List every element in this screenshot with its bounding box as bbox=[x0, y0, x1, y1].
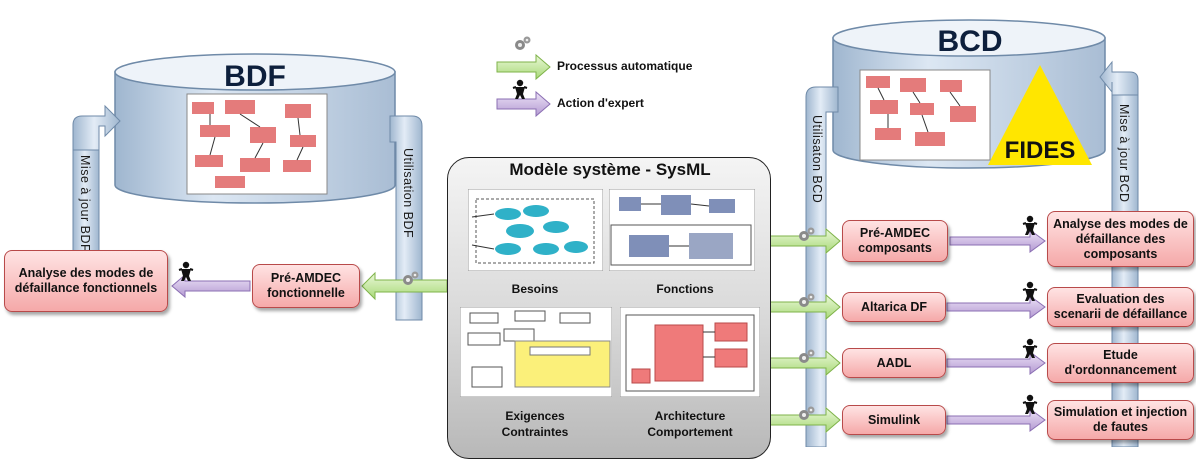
bcd-diagram-thumbnail bbox=[859, 69, 991, 161]
tool-box-pre-amdec-composants: Pré-AMDEC composants bbox=[842, 220, 948, 262]
fides-label: FIDES bbox=[1004, 137, 1076, 164]
caption-exigences: Exigences Contraintes bbox=[470, 408, 600, 440]
analyse-fonctionnels-box: Analyse des modes de défaillance fonctio… bbox=[4, 250, 168, 312]
pre-amdec-fonctionnelle-box: Pré-AMDEC fonctionnelle bbox=[252, 264, 360, 308]
result-box-analyse-composants: Analyse des modes de défaillance des com… bbox=[1047, 211, 1194, 267]
legend-expert-label: Action d'expert bbox=[557, 96, 644, 110]
arrow-model-to-pre-amdec bbox=[361, 271, 448, 301]
bdf-diagram-thumbnail bbox=[186, 93, 328, 195]
caption-exigences-line2: Contraintes bbox=[501, 425, 569, 439]
caption-exigences-line1: Exigences bbox=[505, 409, 565, 423]
caption-architecture: Architecture Comportement bbox=[625, 408, 755, 440]
exigences-thumbnail bbox=[460, 307, 612, 397]
arrows-tools-to-results bbox=[946, 229, 1046, 432]
architecture-thumbnail bbox=[620, 307, 760, 397]
caption-architecture-line2: Comportement bbox=[647, 425, 733, 439]
besoins-thumbnail bbox=[468, 189, 603, 271]
legend-automatic-label: Processus automatique bbox=[557, 59, 693, 73]
bdf-use-pipe bbox=[389, 115, 423, 321]
result-box-evaluation-scenarii: Evaluation des scenarii de défaillance bbox=[1047, 287, 1194, 327]
model-title: Modèle système - SysML bbox=[509, 160, 711, 179]
legend-green-arrow bbox=[496, 53, 551, 81]
bdf-use-label: Utilisation BDF bbox=[401, 148, 415, 239]
tool-box-aadl: AADL bbox=[842, 348, 946, 378]
caption-architecture-line1: Architecture bbox=[654, 409, 726, 423]
fides-triangle bbox=[988, 65, 1092, 165]
bcd-use-label: Utilisaton BCD bbox=[810, 115, 824, 204]
caption-fonctions: Fonctions bbox=[656, 282, 714, 296]
caption-besoins: Besoins bbox=[511, 282, 559, 296]
result-box-simulation-injection: Simulation et injection de fautes bbox=[1047, 400, 1194, 440]
result-box-etude-ordonnancement: Etude d'ordonnancement bbox=[1047, 343, 1194, 383]
arrows-model-to-tools bbox=[768, 227, 841, 434]
gear-icon bbox=[515, 36, 531, 50]
legend-purple-arrow bbox=[496, 90, 551, 118]
bdf-update-pipe bbox=[72, 104, 121, 261]
bcd-title: BCD bbox=[937, 25, 1003, 58]
bcd-update-label: Mise à jour BCD bbox=[1117, 104, 1131, 203]
fonctions-thumbnail bbox=[609, 189, 755, 271]
bdf-title: BDF bbox=[224, 60, 286, 93]
bdf-update-label: Mise à jour BDF bbox=[78, 155, 92, 253]
arrow-pre-amdec-to-analyse bbox=[171, 273, 251, 299]
diagram-canvas bbox=[72, 19, 1139, 447]
tool-box-simulink: Simulink bbox=[842, 405, 946, 435]
tool-box-altarica: Altarica DF bbox=[842, 292, 946, 322]
person-icon bbox=[512, 78, 528, 100]
bcd-use-pipe bbox=[805, 86, 839, 447]
